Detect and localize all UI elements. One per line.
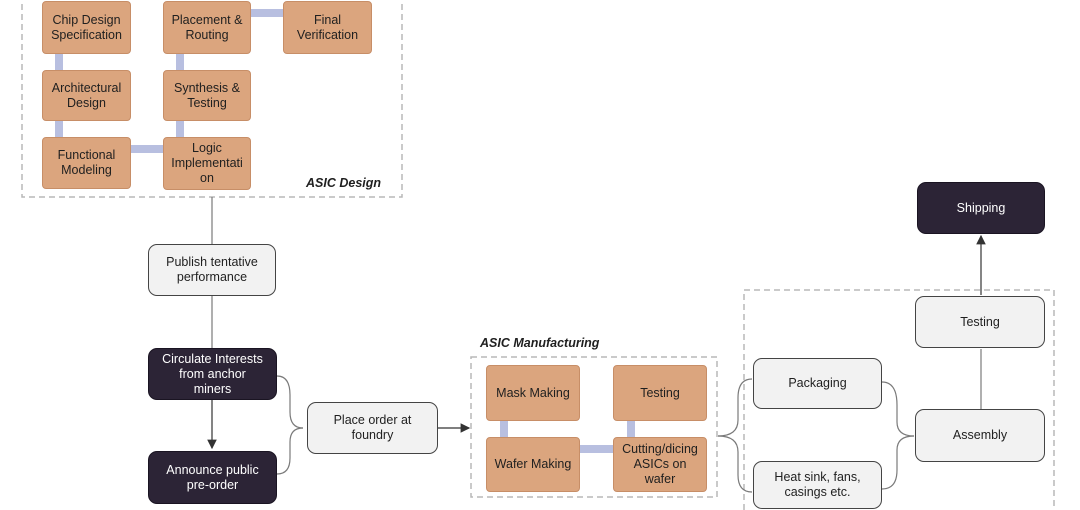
packaging-box: Packaging <box>753 358 882 409</box>
assembly-container <box>743 289 1055 510</box>
synthesis-testing-box: Synthesis & Testing <box>163 70 251 121</box>
asic-design-label: ASIC Design <box>306 176 382 190</box>
final-verification-box: Final Verification <box>283 1 372 54</box>
wafer-making-box: Wafer Making <box>486 437 580 492</box>
logic-implementation-box: Logic Implementati on <box>163 137 251 190</box>
assembly-box: Assembly <box>915 409 1045 462</box>
place-order-box: Place order at foundry <box>307 402 438 454</box>
asic-manufacturing-label: ASIC Manufacturing <box>480 336 600 350</box>
asic-manufacturing-container <box>470 356 718 498</box>
shipping-box: Shipping <box>917 182 1045 234</box>
design-links <box>55 9 283 153</box>
chip-design-specification-box: Chip Design Specification <box>42 1 131 54</box>
publish-performance-box: Publish tentative performance <box>148 244 276 296</box>
functional-modeling-box: Functional Modeling <box>42 137 131 189</box>
placement-routing-box: Placement & Routing <box>163 1 251 54</box>
mask-making-box: Mask Making <box>486 365 580 421</box>
heat-sink-fans-box: Heat sink, fans, casings etc. <box>753 461 882 509</box>
announce-preorder-box: Announce public pre-order <box>148 451 277 504</box>
architectural-design-box: Architectural Design <box>42 70 131 121</box>
cutting-dicing-box: Cutting/dicing ASICs on wafer <box>613 437 707 492</box>
flow-lines <box>207 197 986 493</box>
manufacturing-testing-box: Testing <box>613 365 707 421</box>
circulate-interests-box: Circulate Interests from anchor miners <box>148 348 277 400</box>
final-testing-box: Testing <box>915 296 1045 348</box>
manufacturing-links <box>500 421 635 453</box>
